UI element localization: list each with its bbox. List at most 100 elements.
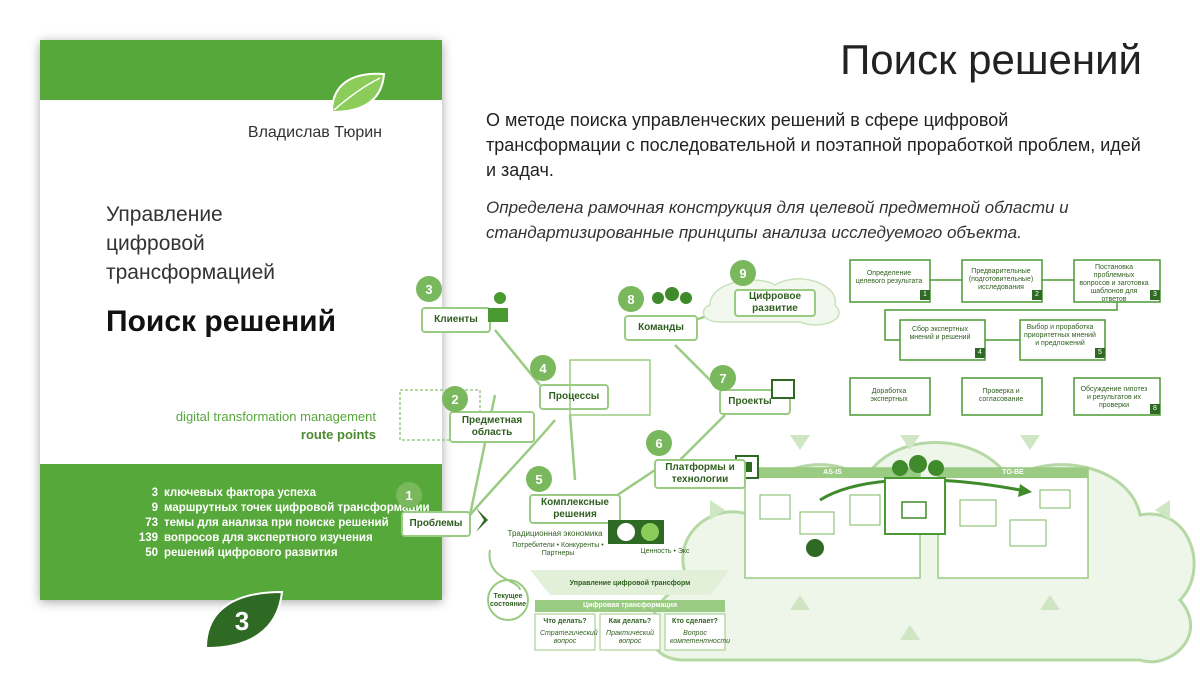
stat-text: решений цифрового развития	[164, 547, 338, 559]
terminal-icon	[901, 501, 927, 519]
team-icon	[909, 455, 927, 473]
up-arrow	[900, 625, 920, 640]
route-pin: 5	[526, 466, 552, 492]
point-box	[654, 459, 746, 489]
arrow-head	[1018, 484, 1032, 497]
step-number: 2	[1035, 291, 1039, 298]
route-diagram: 1 2 3 4 5 6 7 8 9 Проблемы Предметная об…	[380, 250, 1200, 675]
dt-management: Управление цифровой трансформ	[569, 580, 691, 587]
question-sub: Стратегический вопрос	[540, 630, 598, 645]
route-arrow	[488, 549, 521, 591]
book-subtitle-line: digital transformation management	[175, 409, 376, 424]
step-connector	[884, 302, 1118, 341]
book-title: Управление цифровой трансформацией	[106, 200, 275, 287]
problem-icon	[476, 508, 488, 532]
up-arrow	[790, 595, 810, 610]
step-number-bg	[920, 290, 930, 300]
book-subtitle-bold: route points	[300, 427, 376, 442]
value-label: Ценность • Экс	[640, 548, 690, 555]
dt-management-band	[530, 570, 730, 595]
page-title: Поиск решений	[840, 36, 1142, 83]
point-box	[449, 411, 535, 443]
cover-bottom-band	[40, 464, 442, 600]
point-box	[624, 315, 698, 341]
team-icon	[680, 292, 692, 304]
book-subtitle-line: route points	[176, 426, 376, 444]
team-icon	[665, 287, 679, 301]
inner-box	[849, 494, 881, 526]
step-label: Сбор экспертных мнений и решений	[909, 326, 971, 341]
leaf-icon	[330, 72, 386, 114]
step-number-bg	[1095, 348, 1105, 358]
solution-icon-part	[617, 523, 635, 541]
step-box	[961, 377, 1043, 416]
client-icon	[494, 292, 506, 304]
route-pin: 6	[646, 430, 672, 456]
to-be-label: TO-BE	[1002, 469, 1024, 476]
point-box	[539, 384, 609, 410]
step-number-bg	[1150, 404, 1160, 414]
book-subtitle: digital transformation management route …	[176, 408, 376, 444]
step-box	[1073, 259, 1161, 303]
team-icon	[652, 292, 664, 304]
question: Кто сделает?	[672, 618, 718, 625]
current-state: Текущее состояние	[490, 593, 526, 608]
book-title-line: цифровой	[106, 232, 205, 255]
step-box	[961, 259, 1043, 303]
step-label: Проверка и согласование	[978, 388, 1024, 403]
route-pin: 9	[730, 260, 756, 286]
down-arrow	[900, 435, 920, 450]
badge-number: 3	[235, 606, 249, 636]
stat-row: 139 вопросов для экспертного изучения	[110, 531, 430, 546]
point-label: Проекты	[728, 396, 772, 407]
stat-text: вопросов для экспертного изучения	[164, 532, 373, 544]
process-map	[569, 359, 651, 416]
step-label: Обсуждение гипотез и результатов их пров…	[1080, 386, 1148, 409]
monitor-icon	[488, 308, 508, 322]
step-box	[849, 259, 931, 303]
route-pin: 7	[710, 365, 736, 391]
stat-number: 139	[138, 532, 158, 544]
up-arrow	[1040, 595, 1060, 610]
point-label: Предметная область	[461, 415, 523, 438]
step-number: 5	[1098, 349, 1102, 356]
inner-box	[1009, 519, 1047, 547]
down-arrow	[1020, 435, 1040, 450]
step-label: Определение целевого результата	[855, 270, 923, 285]
step-box	[1073, 377, 1161, 416]
step-box	[899, 319, 986, 361]
dt-band	[535, 600, 725, 612]
description: О методе поиска управленческих решений в…	[486, 110, 1141, 180]
team-icon	[892, 460, 908, 476]
step-number: 4	[978, 349, 982, 356]
book-title-line: трансформацией	[106, 261, 275, 284]
right-arrow	[710, 500, 725, 520]
step-number-bg	[1150, 290, 1160, 300]
down-arrow	[790, 435, 810, 450]
route-pin: 4	[530, 355, 556, 381]
traditional-sub: Потребители • Конкуренты • Партнеры	[512, 542, 604, 557]
stat-text: маршрутных точек цифровой трансформации	[164, 502, 430, 514]
step-box	[849, 377, 931, 416]
diagram-graphics	[399, 259, 1196, 664]
team-block	[884, 477, 946, 535]
step-number: 3	[1153, 291, 1157, 298]
as-is-label: AS-IS	[823, 469, 842, 476]
question: Что делать?	[543, 618, 587, 625]
book-author: Владислав Тюрин	[247, 124, 382, 141]
point-label: Клиенты	[434, 314, 478, 325]
point-label: Проблемы	[409, 518, 463, 529]
stat-text: ключевых фактора успеха	[164, 487, 316, 499]
solution-icon-part	[641, 523, 659, 541]
book-main-title: Поиск решений	[106, 305, 337, 338]
step-number-bg	[1032, 290, 1042, 300]
number-badge: 3	[204, 590, 284, 650]
problem-burst	[806, 539, 824, 557]
point-label: Комплексные решения	[541, 497, 609, 520]
step-number-bg	[975, 348, 985, 358]
question-box	[534, 613, 596, 651]
question-sub: Вопрос компетентности	[670, 630, 731, 645]
